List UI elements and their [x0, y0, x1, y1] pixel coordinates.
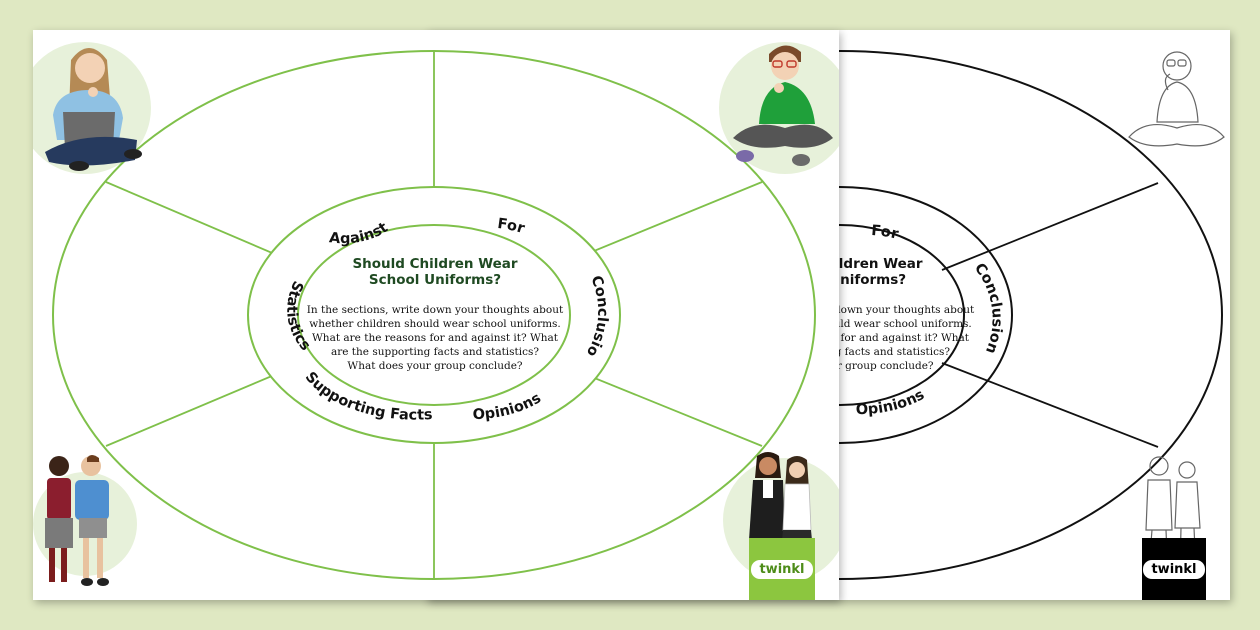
- twinkl-logo: twinkl: [751, 559, 813, 579]
- bw-boy-thinking-illustration: [1128, 51, 1225, 147]
- logo-box: twinkl: [749, 538, 815, 600]
- bw-logo-box: twinkl: [1142, 538, 1206, 600]
- instruction-line-3: What are the reasons for and against it?…: [312, 332, 559, 344]
- section-for: For: [496, 216, 527, 237]
- bw-section-conclusion: Conclusion: [971, 260, 1005, 355]
- bw-twinkl-logo: twinkl: [1143, 559, 1205, 579]
- two-pupils-in-uniform-illustration: [45, 455, 109, 586]
- bw-divider-lower-right: [941, 362, 1159, 448]
- boy-thinking-illustration: [733, 45, 833, 166]
- instruction-line-4: are the supporting facts and statistics?: [331, 346, 539, 358]
- colour-diagram: Against For Statistics Conclusion Suppor…: [33, 30, 839, 586]
- bw-section-opinions: Opinions: [856, 387, 927, 418]
- inner-ellipse: [297, 224, 571, 406]
- instruction-line-5: What does your group conclude?: [347, 360, 523, 372]
- bw-divider-upper-right: [941, 182, 1159, 271]
- instruction-line-2: whether children should wear school unif…: [309, 318, 561, 330]
- title-line1: Should Children Wear: [352, 256, 517, 272]
- title-line2: School Uniforms?: [369, 272, 501, 288]
- girl-thinking-illustration: [45, 48, 142, 171]
- worksheet-colour-version: Against For Statistics Conclusion Suppor…: [33, 30, 839, 600]
- instruction-line-1: In the sections, write down your thought…: [307, 304, 564, 316]
- bw-section-for: For: [871, 223, 901, 243]
